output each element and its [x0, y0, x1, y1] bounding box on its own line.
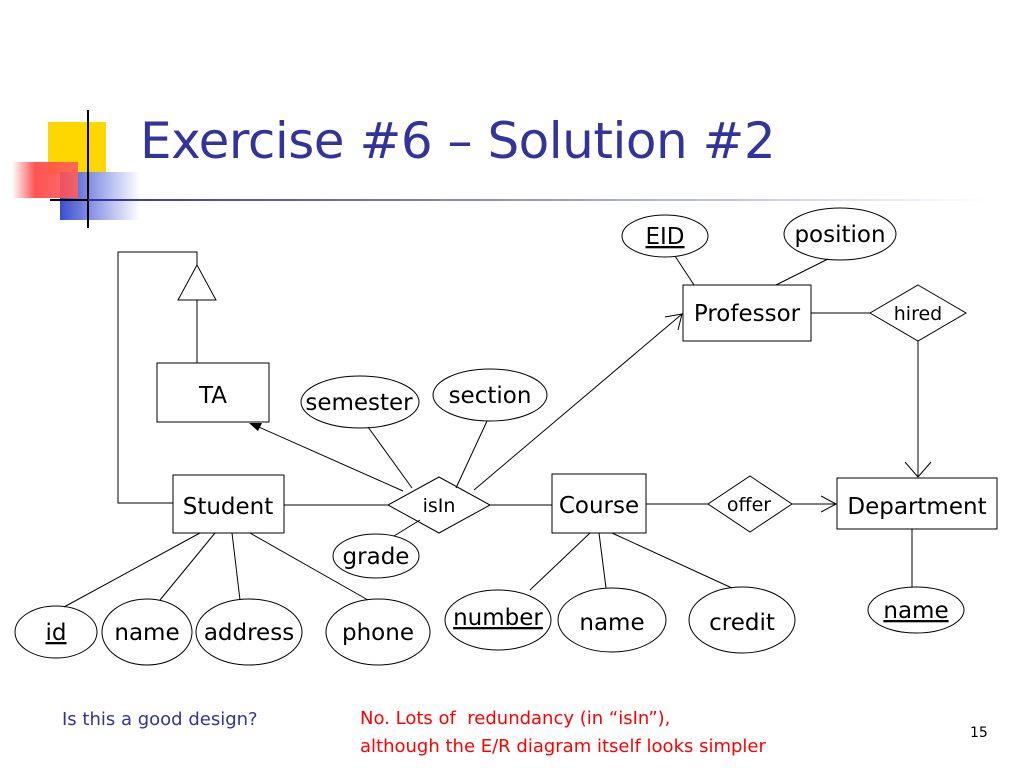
slide-decoration	[12, 110, 140, 228]
page-number: 15	[970, 725, 988, 741]
entity-professor-label: Professor	[694, 301, 801, 327]
student-address-connector	[231, 532, 241, 601]
isin-ta-connector	[251, 423, 404, 492]
entity-course-label: Course	[559, 493, 639, 519]
attr-eid-label: EID	[645, 224, 684, 250]
entity-student-box	[172, 474, 285, 534]
student-id-connector	[63, 532, 201, 608]
course-name-connector	[598, 532, 607, 589]
attr-course-name-ellipse	[557, 587, 667, 653]
eid-connector	[674, 255, 695, 286]
title-underline	[88, 199, 988, 201]
isa-triangle	[177, 263, 217, 301]
attr-student-phone-ellipse	[325, 598, 431, 666]
relationship-offer-diamond	[707, 475, 793, 533]
isin-professor-connector	[473, 313, 683, 491]
attr-course-credit-ellipse	[688, 586, 796, 654]
attr-student-address-label: address	[204, 620, 294, 646]
entity-ta-label: TA	[198, 383, 227, 409]
offer-department-arrowhead	[820, 495, 838, 513]
hired-department-arrowhead	[904, 461, 932, 478]
section-connector	[455, 420, 488, 489]
course-number-connector	[529, 532, 591, 591]
attr-grade-label: grade	[343, 544, 410, 570]
entity-department-label: Department	[847, 494, 986, 520]
attr-course-number-label: number	[453, 605, 543, 631]
isin-professor-arrowhead	[664, 313, 683, 331]
isa-connector	[117, 251, 198, 504]
attr-section-label: section	[449, 383, 532, 409]
attr-position-label: position	[794, 222, 885, 248]
attr-student-name-label: name	[114, 620, 179, 646]
attr-semester-ellipse	[300, 375, 420, 429]
position-connector	[775, 258, 829, 286]
relationship-hired-label: hired	[894, 303, 942, 325]
attr-eid-ellipse	[621, 214, 709, 258]
answer-text: No. Lots of redundancy (in “isIn”), alth…	[360, 705, 766, 761]
relationship-isin-label: isIn	[423, 495, 456, 517]
semester-connector	[367, 426, 413, 489]
isin-ta-arrowhead	[249, 423, 262, 431]
entity-student-label: Student	[183, 494, 274, 520]
question-text: Is this a good design?	[62, 709, 258, 730]
attr-student-name-ellipse	[101, 598, 193, 666]
slide-title: Exercise #6 – Solution #2	[140, 112, 776, 170]
course-credit-connector	[611, 532, 733, 589]
answer-line-1: No. Lots of redundancy (in “isIn”),	[360, 708, 671, 729]
relationship-isin-diamond	[386, 476, 492, 534]
attr-section-ellipse	[432, 368, 548, 422]
student-phone-connector	[249, 532, 369, 601]
attr-student-address-ellipse	[195, 598, 303, 666]
attr-student-id-label: id	[46, 620, 67, 646]
attr-department-name-label: name	[883, 598, 948, 624]
attr-student-phone-label: phone	[342, 620, 414, 646]
student-name-connector	[159, 532, 216, 601]
attr-course-name-label: name	[579, 610, 644, 636]
attr-position-ellipse	[783, 207, 897, 261]
attr-course-number-ellipse	[444, 589, 552, 651]
entity-department-box	[836, 477, 998, 530]
deco-red-bar	[12, 162, 78, 198]
attr-department-name-ellipse	[867, 586, 965, 634]
attr-course-credit-label: credit	[709, 610, 775, 636]
relationship-offer-label: offer	[727, 494, 771, 516]
attr-semester-label: semester	[305, 390, 413, 416]
grade-connector	[393, 519, 421, 537]
answer-line-2: although the E/R diagram itself looks si…	[360, 736, 766, 757]
entity-ta-box	[156, 362, 270, 423]
attr-grade-ellipse	[332, 533, 420, 579]
attr-student-id-ellipse	[14, 605, 98, 659]
